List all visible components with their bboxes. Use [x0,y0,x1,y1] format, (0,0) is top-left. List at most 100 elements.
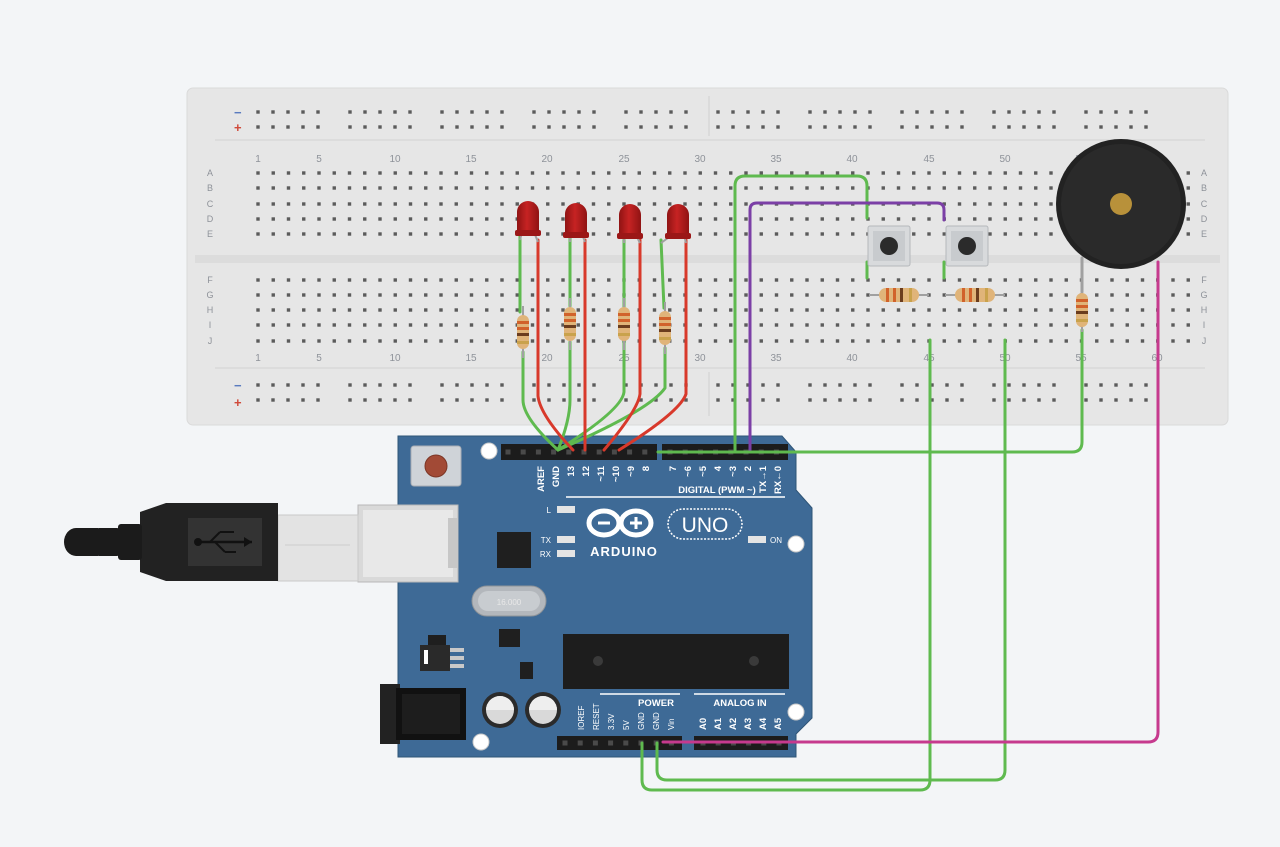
wire-led3-gnd[interactable] [556,238,626,452]
power-header[interactable] [557,736,682,750]
hole [286,278,291,282]
hole [1018,339,1023,343]
wire-led2-gnd[interactable] [556,236,572,452]
hole [838,125,842,129]
hole [1049,293,1053,297]
hole [729,186,733,190]
hole [1034,217,1038,221]
arduino-uno-board[interactable]: 16.000 [357,435,813,758]
usb-cable[interactable] [64,503,359,582]
hole [992,383,996,387]
hole [973,171,977,175]
pushbutton-2[interactable] [945,225,989,267]
reset-button[interactable] [410,445,462,487]
hole [485,171,489,175]
digital-header-left[interactable] [501,444,657,460]
row-letter-right: C [1201,199,1208,209]
hole [393,202,397,206]
hole [698,293,702,297]
hole [1186,171,1190,175]
resistor-button-1[interactable] [869,288,929,302]
wire-button1-pin3[interactable] [733,174,869,452]
row-letter-right: F [1201,275,1207,285]
led-red-2[interactable] [563,203,589,243]
led-red-4[interactable] [660,204,691,244]
hole [1034,171,1038,175]
hole [393,125,397,129]
col-num-bottom: 15 [465,353,477,364]
hole [759,232,763,236]
hole [805,293,809,297]
hole [729,293,733,297]
resistor-led-4[interactable] [659,302,671,354]
hole [591,232,596,236]
hole [515,186,519,190]
hole [942,339,946,343]
pushbutton-1[interactable] [867,225,911,267]
top-rail-minus-sign: − [234,105,242,120]
hole [1034,308,1038,312]
wire-gnd-rail-b[interactable] [655,338,1007,782]
wire-led1-gnd[interactable] [518,234,560,452]
resistor-buzzer[interactable] [1076,288,1088,332]
hole [378,171,382,175]
hole [790,232,794,236]
hole [713,293,718,297]
led-l-label: L [547,506,552,515]
hole [698,232,702,236]
hole [683,171,687,175]
hole [744,308,748,312]
resistor-button-2[interactable] [945,288,1005,302]
wires[interactable] [518,174,1160,792]
hole [607,232,611,236]
wire-led4-pin10[interactable] [617,238,688,452]
pin-label-7: 7 [668,466,679,471]
piezo-buzzer[interactable] [1056,139,1186,269]
wire-led4-gnd[interactable] [556,238,667,452]
hole [347,339,352,343]
resistor-led-1[interactable] [517,306,529,358]
hole [759,278,763,282]
hole [1171,278,1175,282]
hole [624,398,628,402]
wire-buzzer-a0[interactable] [661,260,1160,744]
resistor-led-3[interactable] [618,298,630,350]
hole [547,398,551,402]
hole [348,125,352,129]
hole [805,217,809,221]
hole [881,171,885,175]
hole [835,293,840,297]
led-red-3[interactable] [617,204,643,244]
hole [1049,308,1053,312]
breadboard[interactable]: − + − + 1 5 10 15 20 25 30 35 40 45 50 5… [186,87,1229,426]
hole [455,398,459,402]
hole [1129,383,1133,387]
row-letter-left: H [207,305,214,315]
uno-badge [667,508,743,540]
wire-buzzer-resistor-pin[interactable] [656,328,1084,454]
hole [363,110,367,114]
hole [1003,186,1007,190]
hole [408,171,413,175]
hole [562,110,566,114]
hole [1007,110,1011,114]
hole [454,217,458,221]
hole [988,217,992,221]
wire-led1-pin13[interactable] [536,238,575,452]
hole [1099,110,1103,114]
resistor-led-2[interactable] [564,298,576,350]
wire-gnd-rail-a[interactable] [640,338,932,792]
hole [1034,293,1038,297]
hole [1037,398,1041,402]
wire-button2-pin2[interactable] [748,201,946,452]
hole [1144,398,1148,402]
hole [332,323,336,327]
hole [469,186,474,190]
hole [1125,339,1129,343]
led-red-1[interactable] [515,201,541,243]
wire-led3-pin11[interactable] [602,238,642,452]
hole [1022,398,1026,402]
hole [256,186,260,190]
